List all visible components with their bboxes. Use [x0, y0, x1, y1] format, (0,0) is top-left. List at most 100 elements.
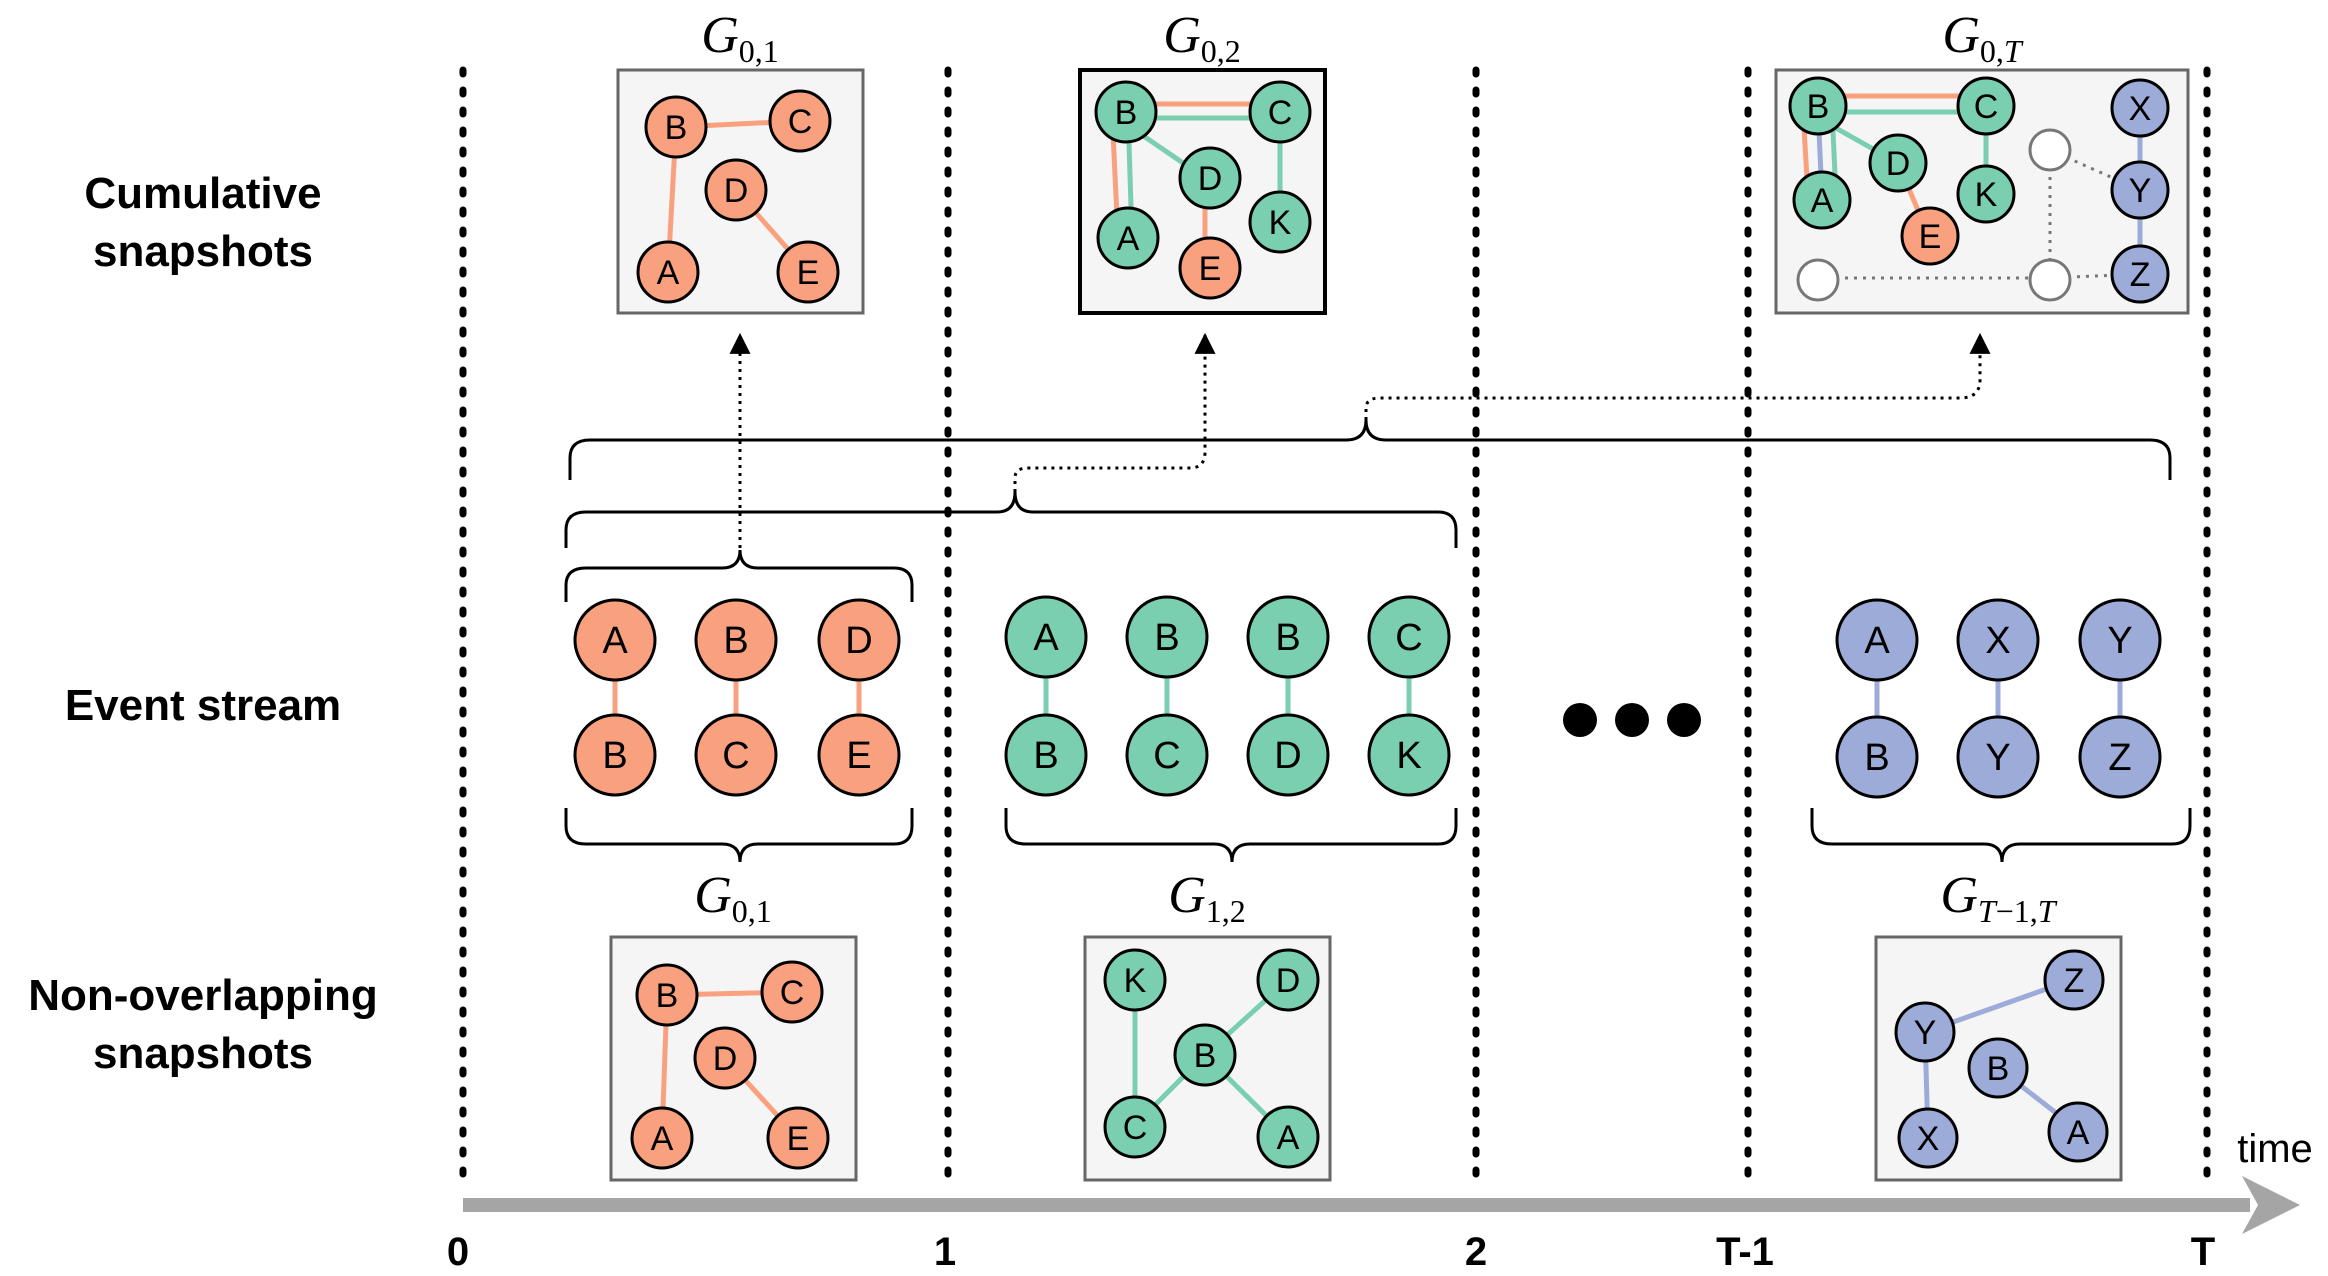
event-node: A — [1004, 595, 1088, 679]
event-node: B — [573, 713, 657, 797]
svg-text:D: D — [713, 1040, 738, 1078]
svg-text:Y: Y — [2107, 620, 2132, 662]
tick-label-0: 0 — [447, 1230, 469, 1274]
graph-node: C — [768, 89, 832, 153]
svg-text:C: C — [1395, 617, 1422, 659]
svg-text:A: A — [2067, 1114, 2090, 1152]
svg-text:Z: Z — [2108, 737, 2131, 779]
graph-node: X — [1897, 1107, 1959, 1169]
tick-label-1: 1 — [934, 1230, 956, 1274]
svg-text:C: C — [1974, 88, 1999, 126]
row-labels: Cumulative snapshots Event stream Non-ov… — [28, 169, 378, 1078]
event-node: C — [694, 713, 778, 797]
event-node: K — [1367, 713, 1451, 797]
svg-text:A: A — [602, 620, 628, 662]
svg-text:K: K — [1975, 176, 1998, 214]
graph-node: B — [644, 95, 708, 159]
svg-text:B: B — [1987, 1050, 2010, 1088]
title-cum-1: G0,1 — [701, 7, 779, 69]
event-node: Z — [2078, 715, 2162, 799]
event-group-2: A B B C B D C K — [1004, 595, 1451, 797]
graph-node: A — [1096, 206, 1160, 270]
svg-text:E: E — [787, 1120, 810, 1158]
event-node: D — [1246, 713, 1330, 797]
svg-text:C: C — [788, 103, 813, 141]
svg-text:K: K — [1124, 962, 1147, 1000]
time-separators — [459, 66, 2211, 1189]
title-non-t: GT−1,T — [1940, 867, 2057, 929]
graph-non-2: K D B C A — [1103, 948, 1320, 1169]
svg-text:D: D — [845, 620, 872, 662]
brace-bottom-group3 — [1810, 808, 2192, 863]
svg-text:Y: Y — [1914, 1014, 1937, 1052]
ellipsis-icon — [1563, 703, 1701, 737]
svg-text:B: B — [723, 620, 748, 662]
svg-text:C: C — [1123, 1109, 1148, 1147]
graph-node: E — [1900, 206, 1960, 266]
svg-text:B: B — [1194, 1037, 1217, 1075]
svg-text:E: E — [1199, 250, 1222, 288]
svg-text:K: K — [1269, 204, 1292, 242]
row-label-cumulative-line1: Cumulative — [84, 169, 321, 218]
graph-node: Y — [1894, 1001, 1956, 1063]
tick-label-2: 2 — [1465, 1230, 1487, 1274]
time-label: time — [2237, 1127, 2313, 1171]
event-node: E — [817, 713, 901, 797]
brace-top-all — [568, 419, 2172, 480]
graph-node: B — [635, 963, 699, 1027]
graph-cum-t: B C D A K E X Y Z — [1788, 76, 2170, 304]
svg-text:C: C — [780, 974, 805, 1012]
brace-bottom-group2 — [1004, 808, 1458, 863]
svg-text:C: C — [1268, 94, 1293, 132]
time-axis: 0 1 2 T-1 T time — [447, 1127, 2313, 1274]
event-node: Y — [1956, 715, 2040, 799]
tick-label-t: T — [2191, 1230, 2215, 1274]
event-node: A — [1835, 598, 1919, 682]
graph-node: K — [1248, 190, 1312, 254]
row-label-cumulative-line2: snapshots — [93, 227, 313, 276]
brace-third-level — [564, 549, 914, 602]
graph-node: A — [1792, 170, 1852, 230]
graph-non-1: B C D A E — [630, 960, 830, 1170]
svg-text:C: C — [1153, 735, 1180, 777]
braces — [564, 419, 2192, 863]
svg-text:E: E — [797, 254, 820, 292]
graph-node: B — [1967, 1037, 2029, 1099]
event-node: A — [573, 598, 657, 682]
svg-text:Y: Y — [2129, 172, 2152, 210]
svg-text:B: B — [1033, 735, 1058, 777]
snapshot-titles: G0,1 G0,2 G0,T G0,1 G1,2 GT−1,T — [694, 7, 2058, 929]
svg-text:B: B — [656, 977, 679, 1015]
row-label-non-overlapping-line2: snapshots — [93, 1029, 313, 1078]
event-node: C — [1367, 595, 1451, 679]
svg-text:B: B — [1154, 617, 1179, 659]
graph-node: C — [1248, 80, 1312, 144]
graph-node: D — [1256, 948, 1320, 1012]
svg-text:D: D — [724, 172, 749, 210]
svg-text:A: A — [651, 1120, 674, 1158]
svg-text:D: D — [1886, 145, 1911, 183]
graph-node: A — [630, 1106, 694, 1170]
event-node: D — [817, 598, 901, 682]
svg-text:B: B — [1115, 94, 1138, 132]
svg-text:Y: Y — [1985, 737, 2010, 779]
svg-text:E: E — [846, 735, 871, 777]
svg-text:B: B — [1275, 617, 1300, 659]
svg-text:D: D — [1198, 160, 1223, 198]
graph-non-t: Z Y B X A — [1894, 949, 2109, 1169]
graph-node: A — [2047, 1101, 2109, 1163]
graph-node: C — [1103, 1095, 1167, 1159]
placeholder-node — [2028, 258, 2072, 302]
graph-node: K — [1103, 948, 1167, 1012]
row-label-non-overlapping-line1: Non-overlapping — [28, 971, 378, 1020]
event-node: B — [694, 598, 778, 682]
svg-text:A: A — [1117, 220, 1140, 258]
connector-cum-t — [1364, 332, 1991, 420]
graph-cum-1: B C D A E — [636, 89, 840, 304]
graph-node: E — [766, 1106, 830, 1170]
event-node: B — [1125, 595, 1209, 679]
svg-text:A: A — [1864, 620, 1890, 662]
graph-node: D — [704, 158, 768, 222]
connector-cum-2 — [1013, 332, 1216, 492]
